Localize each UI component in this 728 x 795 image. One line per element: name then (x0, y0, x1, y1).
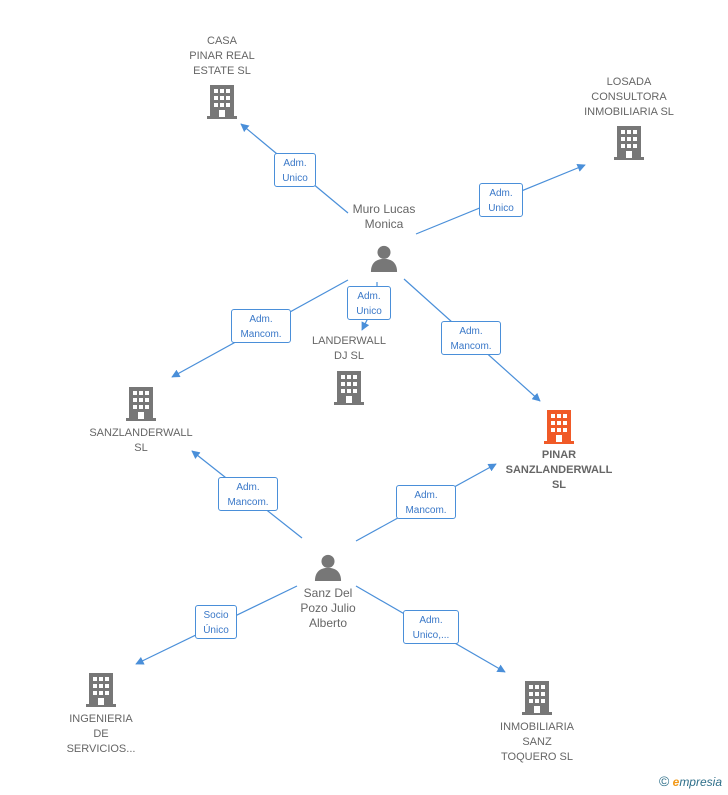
relation-label-muro-landerwall[interactable]: Adm. Unico (347, 286, 391, 320)
company-name-sanzlanderwall[interactable]: SANZLANDERWALL SL (89, 427, 193, 454)
building-icon-sanzlanderwall[interactable] (126, 387, 156, 421)
company-name-inmobiliaria[interactable]: INMOBILIARIA SANZ TOQUERO SL (500, 721, 574, 763)
company-name-losada[interactable]: LOSADA CONSULTORA INMOBILIARIA SL (584, 76, 674, 118)
building-icon-inmobiliaria[interactable] (522, 681, 552, 715)
empresia-logo-initial: e (672, 775, 680, 789)
empresia-watermark[interactable]: © empresia (659, 773, 722, 789)
relation-label-muro-losada[interactable]: Adm. Unico (479, 183, 523, 217)
relation-label-sanz-inmobiliaria[interactable]: Adm. Unico,... (403, 610, 459, 644)
company-name-casa[interactable]: CASA PINAR REAL ESTATE SL (189, 35, 255, 77)
person-name-muro[interactable]: Muro Lucas Monica (352, 202, 416, 231)
building-icon-landerwall[interactable] (334, 371, 364, 405)
company-name-pinar[interactable]: PINAR SANZLANDERWALL SL (505, 449, 613, 491)
building-icon-casa[interactable] (207, 85, 237, 119)
building-icon-ingenieria[interactable] (86, 673, 116, 707)
relation-label-muro-sanzlanderwall[interactable]: Adm. Mancom. (231, 309, 291, 343)
person-name-sanz[interactable]: Sanz Del Pozo Julio Alberto (300, 586, 356, 630)
building-icon-losada[interactable] (614, 126, 644, 160)
copyright-icon: © (658, 773, 670, 789)
relation-label-muro-pinar[interactable]: Adm. Mancom. (441, 321, 501, 355)
company-name-ingenieria[interactable]: INGENIERIA DE SERVICIOS... (66, 713, 136, 755)
person-icon-muro[interactable] (370, 245, 398, 272)
company-name-landerwall[interactable]: LANDERWALL DJ SL (312, 335, 386, 362)
person-icon-sanz[interactable] (314, 554, 342, 581)
relation-label-sanz-sanzlanderwall[interactable]: Adm. Mancom. (218, 477, 278, 511)
relation-label-muro-casa[interactable]: Adm. Unico (274, 153, 316, 187)
relation-label-sanz-ingenieria[interactable]: Socio Único (195, 605, 237, 639)
building-icon-pinar[interactable] (544, 410, 574, 444)
empresia-logo-text: mpresia (679, 775, 722, 789)
relation-label-sanz-pinar[interactable]: Adm. Mancom. (396, 485, 456, 519)
